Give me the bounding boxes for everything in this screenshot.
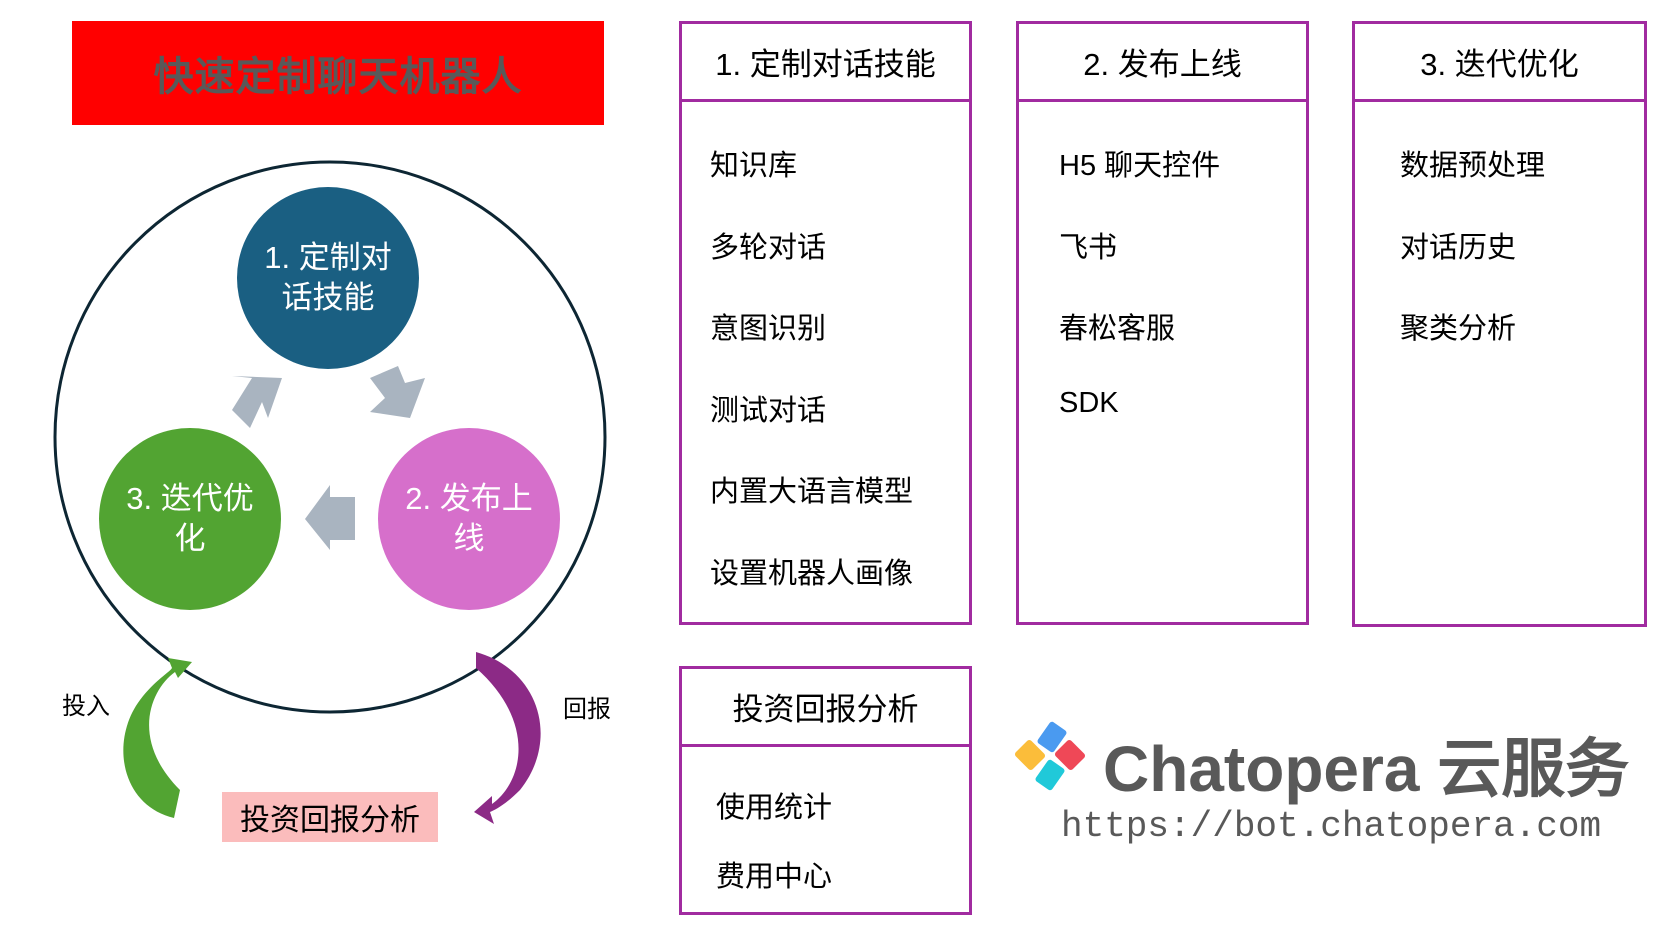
list-item: 数据预处理 (1400, 150, 1546, 182)
panel-title: 2. 发布上线 (1019, 24, 1306, 102)
brand-name: Chatopera 云服务 (1103, 733, 1630, 805)
list-item: 使用统计 (716, 792, 833, 824)
panel-title: 3. 迭代优化 (1355, 24, 1644, 102)
arrow-left-icon (305, 485, 355, 550)
step3-label: 3. 迭代优化 (126, 481, 254, 556)
panel-customize: 1. 定制对话技能 知识库 多轮对话 意图识别 测试对话 内置大语言模型 设置机… (679, 21, 972, 625)
return-label: 回报 (563, 696, 611, 723)
step1-label: 1. 定制对话技能 (264, 240, 392, 315)
panel-title: 1. 定制对话技能 (682, 24, 969, 102)
list-item: 聚类分析 (1400, 313, 1517, 345)
list-item: 知识库 (710, 150, 798, 182)
list-item: 内置大语言模型 (710, 476, 914, 508)
list-item: 费用中心 (716, 861, 833, 893)
list-item: H5 聊天控件 (1059, 150, 1221, 182)
return-arrow-icon (474, 652, 541, 824)
list-item: 飞书 (1059, 232, 1118, 264)
list-item: 意图识别 (710, 313, 827, 345)
step2-circle: 2. 发布上线 (378, 428, 560, 610)
step3-circle: 3. 迭代优化 (99, 428, 281, 610)
step2-label: 2. 发布上线 (405, 481, 533, 556)
arrow-down-right-icon (370, 366, 425, 418)
list-item: 多轮对话 (710, 232, 827, 264)
list-item: SDK (1059, 387, 1119, 419)
brand-url: https://bot.chatopera.com (1061, 806, 1602, 847)
panel-iterate: 3. 迭代优化 数据预处理 对话历史 聚类分析 (1352, 21, 1647, 627)
list-item: 测试对话 (710, 395, 827, 427)
panel-roi: 投资回报分析 使用统计 费用中心 (679, 666, 972, 915)
outer-circle (53, 160, 607, 714)
panel-publish: 2. 发布上线 H5 聊天控件 飞书 春松客服 SDK (1016, 21, 1309, 625)
step1-circle: 1. 定制对话技能 (237, 187, 419, 369)
roi-label: 投资回报分析 (222, 792, 438, 842)
chatopera-logo-icon (1014, 721, 1086, 791)
input-arrow-icon (123, 658, 192, 818)
page-title: 快速定制聊天机器人 (72, 21, 604, 125)
panel-title: 投资回报分析 (682, 669, 969, 747)
list-item: 对话历史 (1400, 232, 1517, 264)
arrow-up-right-icon (232, 376, 282, 428)
input-label: 投入 (62, 693, 110, 720)
list-item: 春松客服 (1059, 313, 1176, 345)
list-item: 设置机器人画像 (710, 558, 914, 590)
